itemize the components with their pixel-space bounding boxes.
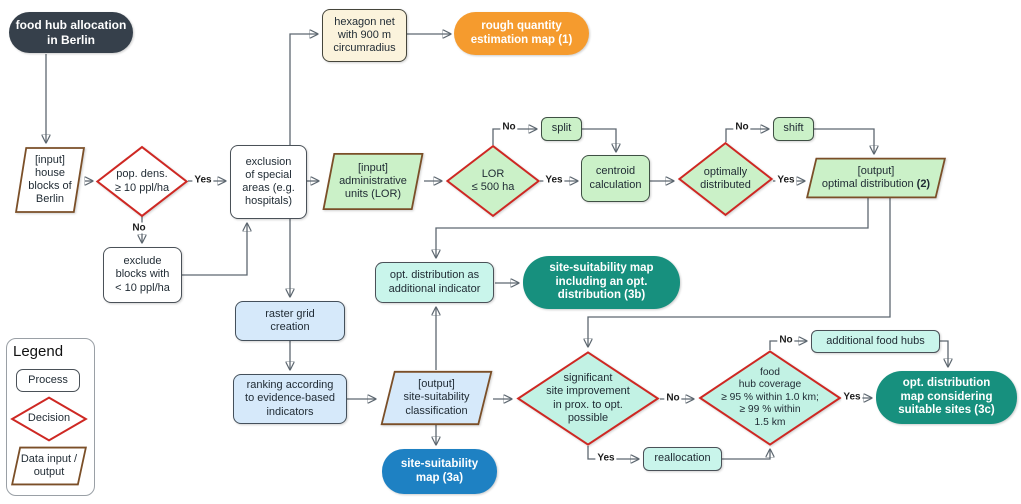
edge-label-opt-dist-yes: Yes [775,174,797,186]
node-site-suitability-classification: [output] site-suitability classification [380,371,493,425]
edge-label-significant-no: No [664,392,682,404]
node-raster-grid-creation: raster grid creation [235,301,345,341]
edge-optdistribution-significant [588,198,891,346]
node-map-3b: site-suitability map including an opt. d… [523,256,680,309]
node-map-3c: opt. distribution map considering suitab… [876,371,1017,424]
node-split: split [541,117,582,141]
diamond-shape [678,142,773,216]
node-lor-size-decision: LOR ≤ 500 ha [446,145,540,217]
node-ranking-indicators: ranking according to evidence-based indi… [233,374,347,424]
edge-label-pop-dens-no: No [130,222,148,234]
node-additional-food-hubs: additional food hubs [811,330,940,353]
node-admin-units: [input] administrative units (LOR) [322,153,424,210]
node-centroid-calculation: centroid calculation [581,155,650,202]
edge-significant-reallocation-yes [587,446,638,459]
edge-optdistribution-indicator [436,198,869,257]
node-coverage-decision: food hub coverage ≥ 95 % within 1.0 km; … [698,350,842,446]
edge-label-pop-dens-yes: Yes [192,174,214,186]
node-exclude-blocks: exclude blocks with < 10 ppl/ha [103,247,182,303]
node-optimal-distribution: [output]optimal distribution (2) [805,158,947,198]
parallelogram-shape [11,447,87,485]
node-optimally-distributed-decision: optimally distributed [678,142,773,216]
legend-item-process: Process [16,369,80,392]
parallelogram-shape [380,371,493,425]
node-significant-improvement-decision: significant site improvement in prox. to… [516,351,660,446]
diamond-shape [698,350,842,446]
node-opt-dist-indicator: opt. distribution as additional indicato… [375,262,494,303]
edge-label-coverage-yes: Yes [841,391,863,403]
node-start: food hub allocation in Berlin [9,12,133,53]
edge-label-lor-no: No [500,121,518,133]
diamond-shape [96,146,188,217]
edge-label-significant-yes: Yes [595,452,617,464]
legend-title: Legend [13,343,64,360]
edge-additionalhubs-map3c [940,340,948,366]
edge-lorsize-split-no [492,129,536,145]
node-map-3a: site-suitability map (3a) [382,449,497,494]
diamond-shape [446,145,540,217]
edge-split-centroid [582,128,616,151]
edge-exclude-exclusion [182,224,247,276]
edge-label-lor-yes: Yes [543,174,565,186]
node-rough-quantity-map: rough quantity estimation map (1) [454,12,589,55]
node-pop-dens-decision: pop. dens. ≥ 10 ppl/ha [96,146,188,217]
edge-reallocation-coverage [722,450,770,460]
legend-item-decision: Decision [11,397,87,441]
diamond-shape [516,351,660,446]
legend-item-data-io: Data input / output [11,447,87,485]
edge-shift-optdistribution [814,128,874,153]
node-shift: shift [773,117,814,141]
node-reallocation: reallocation [643,447,722,471]
node-hexagon-net: hexagon net with 900 m circumradius [322,9,407,62]
parallelogram-shape [805,158,947,198]
edge-label-coverage-no: No [777,334,795,346]
node-house-blocks: [input] house blocks of Berlin [15,147,85,213]
edge-exclusion-hexagon [289,34,317,145]
parallelogram-shape [322,153,424,210]
node-exclusion-special-areas: exclusion of special areas (e.g. hospita… [230,145,307,219]
parallelogram-shape [15,147,85,213]
edge-optimally-shift-no [725,129,768,142]
edge-label-opt-dist-no: No [733,121,751,133]
diamond-shape [11,397,87,441]
